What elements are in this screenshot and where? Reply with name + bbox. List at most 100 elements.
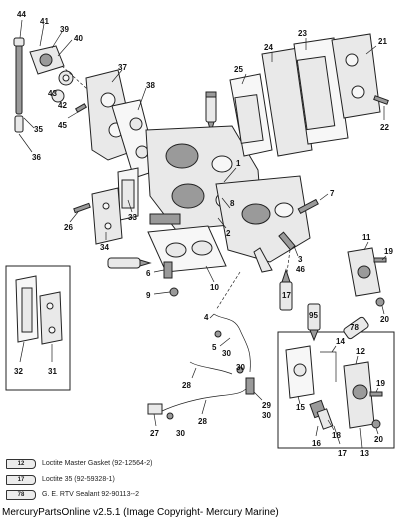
hose-5 bbox=[213, 313, 251, 373]
callout-43: 43 bbox=[48, 89, 57, 98]
callout-12b: 12 bbox=[356, 347, 365, 356]
leader-28a bbox=[191, 367, 197, 379]
legend-text-1: Loctite Master Gasket (92-12564-2) bbox=[42, 460, 153, 467]
callout-28b: 28 bbox=[198, 417, 207, 426]
plate-31 bbox=[39, 291, 63, 345]
callout-11: 11 bbox=[362, 233, 371, 242]
housing-11-boss bbox=[357, 265, 371, 279]
reed-16 bbox=[316, 408, 334, 430]
gasket-25-window bbox=[234, 94, 264, 144]
screw-19 bbox=[373, 257, 387, 263]
leader-16 bbox=[315, 425, 319, 437]
plate-34-hole-b bbox=[104, 222, 112, 230]
cover-boss bbox=[39, 53, 53, 67]
callout-37: 37 bbox=[118, 63, 127, 72]
leader-15 bbox=[297, 395, 301, 405]
tube-95-nozzle bbox=[309, 329, 319, 342]
callout-4: 4 bbox=[204, 313, 209, 322]
gasket-15-hole bbox=[293, 363, 307, 377]
leader-44 bbox=[19, 19, 23, 39]
legend-row-1: 12 Loctite Master Gasket (92-12564-2) bbox=[6, 458, 153, 469]
tube-17-left-nozzle bbox=[139, 259, 152, 267]
callout-44: 44 bbox=[17, 10, 26, 19]
callout-26: 26 bbox=[64, 223, 73, 232]
gasket-10-port-b bbox=[191, 240, 213, 256]
legend-text-2: Loctite 35 (92-59328-1) bbox=[42, 476, 115, 483]
gasket-10 bbox=[147, 225, 227, 283]
crankcase-flange bbox=[149, 213, 181, 225]
callout-6: 6 bbox=[146, 269, 151, 278]
callout-14: 14 bbox=[336, 337, 345, 346]
leader-20b bbox=[375, 427, 379, 435]
leader-6 bbox=[153, 269, 165, 273]
callout-5: 5 bbox=[212, 343, 217, 352]
inset-frame-left bbox=[5, 265, 71, 391]
leader-18 bbox=[327, 419, 335, 431]
crank-journal-upper bbox=[211, 155, 233, 173]
callout-30c: 30 bbox=[262, 411, 271, 420]
leader-37 bbox=[111, 69, 123, 83]
legend-row-3: 78 G. E. RTV Sealant 92-90113--2 bbox=[6, 489, 139, 500]
callout-45: 45 bbox=[58, 121, 67, 130]
leader-28b bbox=[201, 399, 207, 415]
leader-27 bbox=[153, 413, 157, 427]
callout-36: 36 bbox=[32, 153, 41, 162]
plate-34-hole-a bbox=[102, 202, 110, 210]
callout-46: 46 bbox=[296, 265, 305, 274]
sealant-tube-17: 17 bbox=[279, 268, 293, 311]
inset-box-left bbox=[5, 265, 71, 391]
clamp-30-b bbox=[214, 330, 222, 338]
tube-cap bbox=[13, 37, 25, 47]
callout-20a: 20 bbox=[380, 315, 389, 324]
cylinder-bore-upper bbox=[165, 143, 199, 169]
seal-43-inner bbox=[62, 74, 70, 82]
callout-39: 39 bbox=[60, 25, 69, 34]
nut-20 bbox=[375, 297, 385, 307]
leader-35 bbox=[23, 117, 35, 129]
callout-15: 15 bbox=[296, 403, 305, 412]
leader-7 bbox=[319, 193, 329, 201]
callout-13: 13 bbox=[360, 449, 369, 458]
callout-2: 2 bbox=[226, 229, 231, 238]
sealant-tube-body bbox=[205, 95, 217, 123]
bolt-45 bbox=[74, 103, 88, 113]
leader-29 bbox=[253, 391, 263, 401]
cylinder-bore-lower bbox=[171, 183, 205, 209]
leader-41 bbox=[39, 23, 45, 47]
tube-35 bbox=[15, 43, 23, 115]
screw-19b bbox=[369, 391, 383, 397]
fitting-27 bbox=[147, 403, 163, 415]
callout-labels: 44 41 39 40 43 42 45 35 36 37 38 24 23 2… bbox=[14, 10, 393, 458]
callout-42: 42 bbox=[58, 101, 67, 110]
leader-2 bbox=[217, 217, 227, 229]
plate-34 bbox=[91, 187, 123, 245]
callout-30b: 30 bbox=[236, 363, 245, 372]
callout-34: 34 bbox=[100, 243, 109, 252]
fitting-29 bbox=[245, 377, 255, 395]
cover-plates-left bbox=[85, 69, 159, 179]
leader-9 bbox=[153, 291, 171, 295]
gasket-23-window bbox=[296, 55, 336, 131]
callout-21: 21 bbox=[378, 37, 387, 46]
tube-end-36 bbox=[14, 115, 24, 133]
leader-12b bbox=[355, 355, 359, 365]
callout-18: 18 bbox=[332, 431, 341, 440]
housing-13-boss bbox=[352, 384, 368, 400]
tube-17-nozzle bbox=[281, 268, 291, 283]
callout-35: 35 bbox=[34, 125, 43, 134]
clamp-30-c bbox=[236, 366, 244, 374]
leader-10 bbox=[205, 265, 215, 283]
leader-20 bbox=[381, 305, 385, 315]
legend-tube-1: 12 bbox=[6, 458, 36, 469]
callout-28a: 28 bbox=[182, 381, 191, 390]
leader-4 bbox=[209, 313, 215, 319]
inset-box-right: 95 78 bbox=[277, 303, 395, 449]
gasket-32-window bbox=[21, 287, 33, 333]
callout-7: 7 bbox=[330, 189, 335, 198]
cover-21-hole-a bbox=[345, 53, 359, 67]
cover-lug bbox=[253, 247, 273, 273]
gasket-10-port-a bbox=[165, 242, 187, 258]
callout-22: 22 bbox=[380, 123, 389, 132]
